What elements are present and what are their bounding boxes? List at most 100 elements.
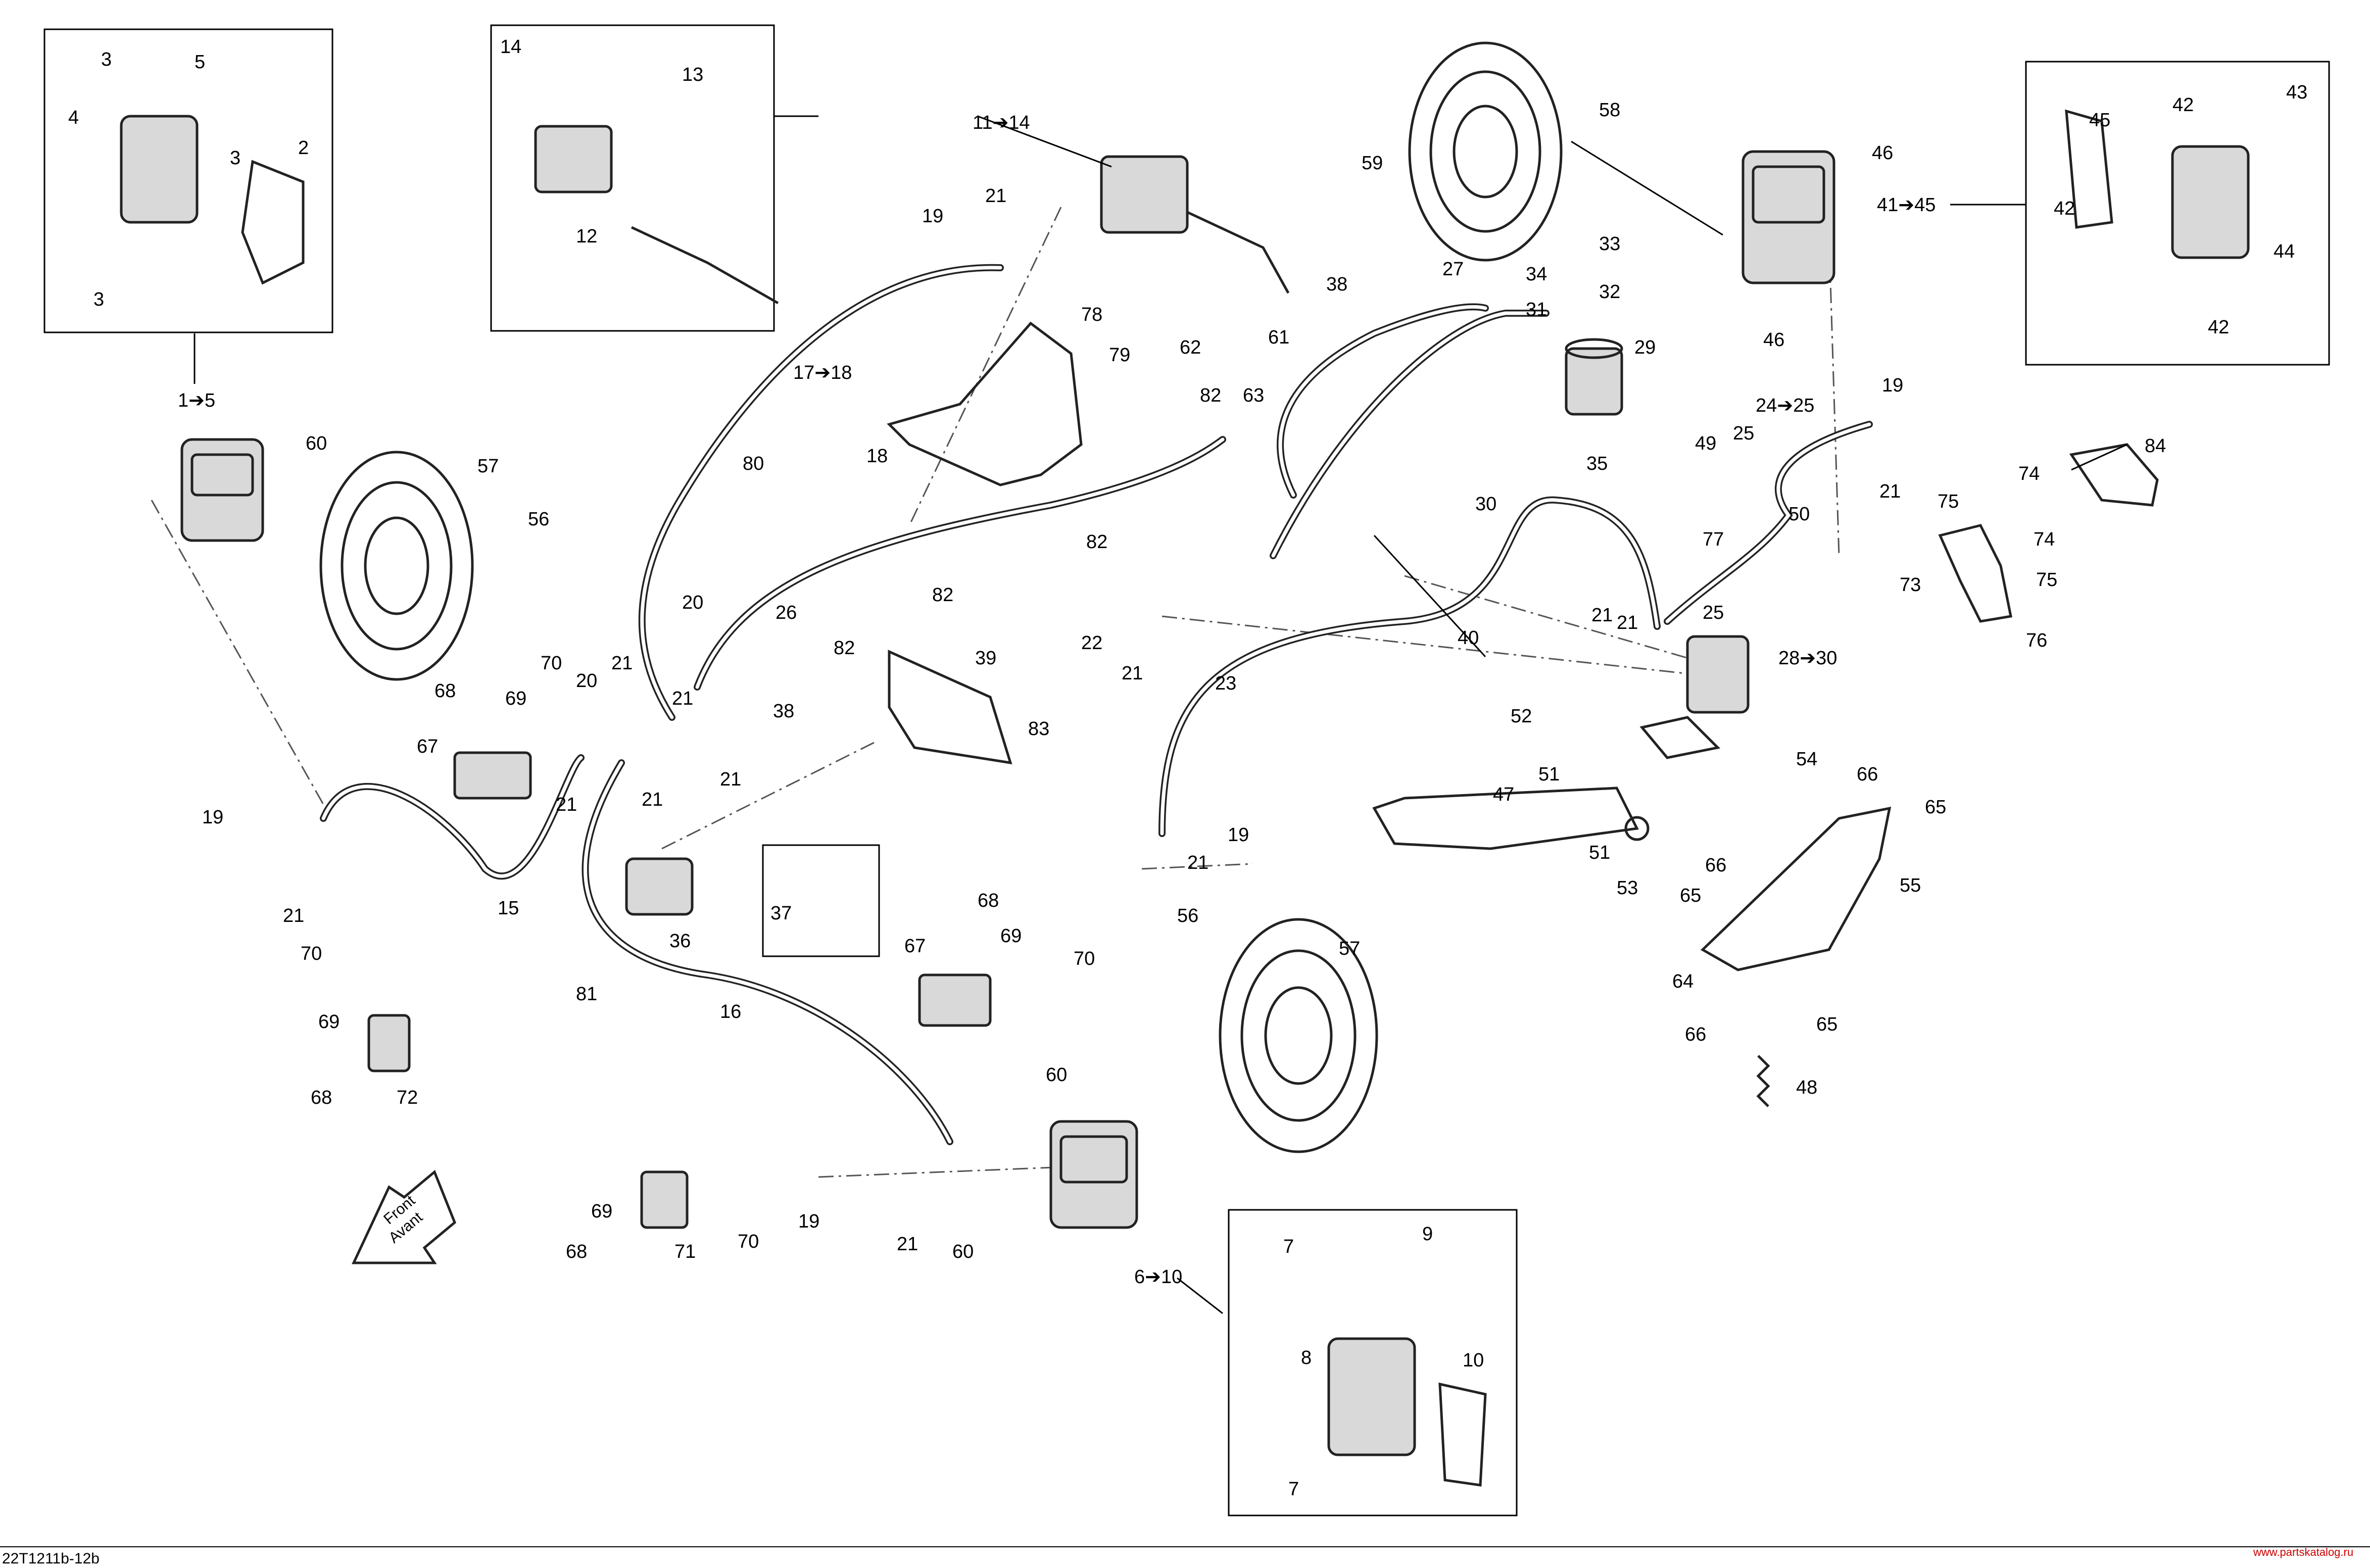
inset-box-master-cylinder bbox=[490, 24, 775, 332]
callout-67a: 67 bbox=[417, 736, 438, 757]
handlebar-master-cylinder bbox=[1100, 155, 1290, 294]
inset-box-rear-right-caliper bbox=[1228, 1209, 1518, 1516]
callout-32: 32 bbox=[1599, 281, 1620, 303]
brake-lines bbox=[320, 264, 1873, 1145]
inset-box-rear-caliper bbox=[2025, 61, 2330, 366]
callout-21m: 21 bbox=[1879, 481, 1901, 502]
callout-6-10: 6➔10 bbox=[1134, 1266, 1182, 1288]
callout-18: 18 bbox=[866, 446, 888, 467]
callout-42b: 42 bbox=[2054, 198, 2075, 219]
callout-70c: 70 bbox=[301, 943, 322, 964]
pedal-bracket bbox=[1700, 806, 1892, 971]
callout-54: 54 bbox=[1796, 749, 1817, 770]
leader-lines bbox=[194, 115, 2127, 1314]
callout-7a: 7 bbox=[1283, 1236, 1294, 1257]
callout-19c: 19 bbox=[1228, 824, 1249, 846]
callout-14: 14 bbox=[500, 36, 521, 58]
callout-17-18: 17➔18 bbox=[793, 362, 852, 383]
callout-63: 63 bbox=[1243, 385, 1264, 406]
seal-83 bbox=[888, 650, 1012, 765]
callout-30: 30 bbox=[1475, 494, 1496, 515]
callout-21l: 21 bbox=[1617, 612, 1638, 633]
callout-15: 15 bbox=[498, 898, 519, 919]
callout-39: 39 bbox=[975, 648, 996, 669]
callout-21e: 21 bbox=[642, 789, 663, 810]
callout-27: 27 bbox=[1442, 259, 1464, 280]
inset-box-abs-fastener bbox=[762, 844, 880, 957]
front-left-caliper bbox=[180, 438, 264, 542]
callout-51a: 51 bbox=[1538, 764, 1560, 785]
callout-21h: 21 bbox=[1122, 663, 1143, 684]
callout-76: 76 bbox=[2026, 630, 2047, 651]
seal-84 bbox=[2069, 443, 2159, 507]
callout-84: 84 bbox=[2145, 435, 2166, 457]
callout-3c: 3 bbox=[93, 289, 104, 310]
drawing-code: 22T1211b-12b bbox=[2, 1550, 100, 1567]
callout-2: 2 bbox=[298, 137, 309, 159]
callout-56b: 56 bbox=[1177, 905, 1198, 926]
callout-47: 47 bbox=[1493, 784, 1514, 805]
dashed-relation-lines bbox=[151, 207, 1840, 1178]
callout-46a: 46 bbox=[1872, 142, 1893, 164]
callout-21c: 21 bbox=[672, 688, 693, 709]
callout-7b: 7 bbox=[1288, 1479, 1299, 1500]
inset-caliper-assembly-front bbox=[120, 115, 305, 285]
callout-12: 12 bbox=[576, 226, 597, 247]
callout-64: 64 bbox=[1672, 971, 1694, 992]
callout-21g: 21 bbox=[283, 905, 304, 926]
callout-69d: 69 bbox=[591, 1201, 612, 1222]
callout-labels: 1➔5 2 3 3 3 4 5 6➔10 7 7 8 9 10 11➔14 12… bbox=[68, 36, 2307, 1500]
callout-22: 22 bbox=[1081, 632, 1102, 654]
callout-57b: 57 bbox=[1339, 938, 1360, 959]
callout-66b: 66 bbox=[1705, 855, 1726, 876]
callout-78: 78 bbox=[1081, 304, 1102, 325]
sensor-71 bbox=[640, 1170, 689, 1229]
brake-fluid-reservoir bbox=[1565, 338, 1623, 416]
callout-33: 33 bbox=[1599, 233, 1620, 255]
callout-56a: 56 bbox=[528, 509, 549, 530]
callout-59: 59 bbox=[1362, 153, 1383, 174]
callout-82b: 82 bbox=[1086, 531, 1107, 553]
callout-65b: 65 bbox=[1680, 885, 1701, 906]
callout-53: 53 bbox=[1617, 877, 1638, 899]
callout-26: 26 bbox=[776, 602, 797, 623]
callout-16: 16 bbox=[720, 1001, 741, 1022]
callout-21b: 21 bbox=[611, 653, 633, 674]
callout-68c: 68 bbox=[311, 1087, 332, 1108]
callout-31: 31 bbox=[1526, 299, 1547, 320]
callout-19a: 19 bbox=[922, 206, 943, 227]
callout-29: 29 bbox=[1634, 337, 1656, 358]
callout-51b: 51 bbox=[1589, 842, 1610, 863]
callout-11-14: 11➔14 bbox=[973, 112, 1030, 133]
callout-68b: 68 bbox=[978, 890, 999, 911]
callout-48: 48 bbox=[1796, 1077, 1817, 1098]
front-direction-arrow: Front Avant bbox=[352, 1169, 456, 1264]
callout-83: 83 bbox=[1028, 718, 1049, 740]
callout-37: 37 bbox=[770, 903, 792, 924]
callout-1-5: 1➔5 bbox=[178, 390, 215, 411]
callout-66c: 66 bbox=[1685, 1024, 1706, 1045]
callout-9: 9 bbox=[1422, 1223, 1433, 1245]
callout-5: 5 bbox=[195, 52, 205, 73]
inset-box-front-left-caliper bbox=[43, 28, 333, 333]
callout-75a: 75 bbox=[1938, 491, 1959, 512]
callout-69c: 69 bbox=[318, 1011, 340, 1033]
callout-13: 13 bbox=[682, 64, 703, 85]
callout-10: 10 bbox=[1463, 1350, 1484, 1371]
callout-20a: 20 bbox=[682, 592, 703, 613]
callout-70d: 70 bbox=[738, 1231, 759, 1252]
callout-49: 49 bbox=[1695, 433, 1716, 454]
callout-19d: 19 bbox=[798, 1211, 819, 1232]
callout-79: 79 bbox=[1109, 345, 1130, 366]
callout-73: 73 bbox=[1900, 574, 1921, 596]
abs-module bbox=[625, 857, 694, 916]
callout-19e: 19 bbox=[1882, 375, 1903, 396]
rear-left-brake-disc bbox=[1408, 41, 1563, 262]
callout-21j: 21 bbox=[897, 1234, 918, 1255]
callout-3a: 3 bbox=[101, 49, 112, 70]
callout-23: 23 bbox=[1215, 673, 1236, 694]
callout-61: 61 bbox=[1268, 327, 1289, 348]
callout-81: 81 bbox=[576, 984, 597, 1005]
sensor-72 bbox=[367, 1014, 411, 1072]
